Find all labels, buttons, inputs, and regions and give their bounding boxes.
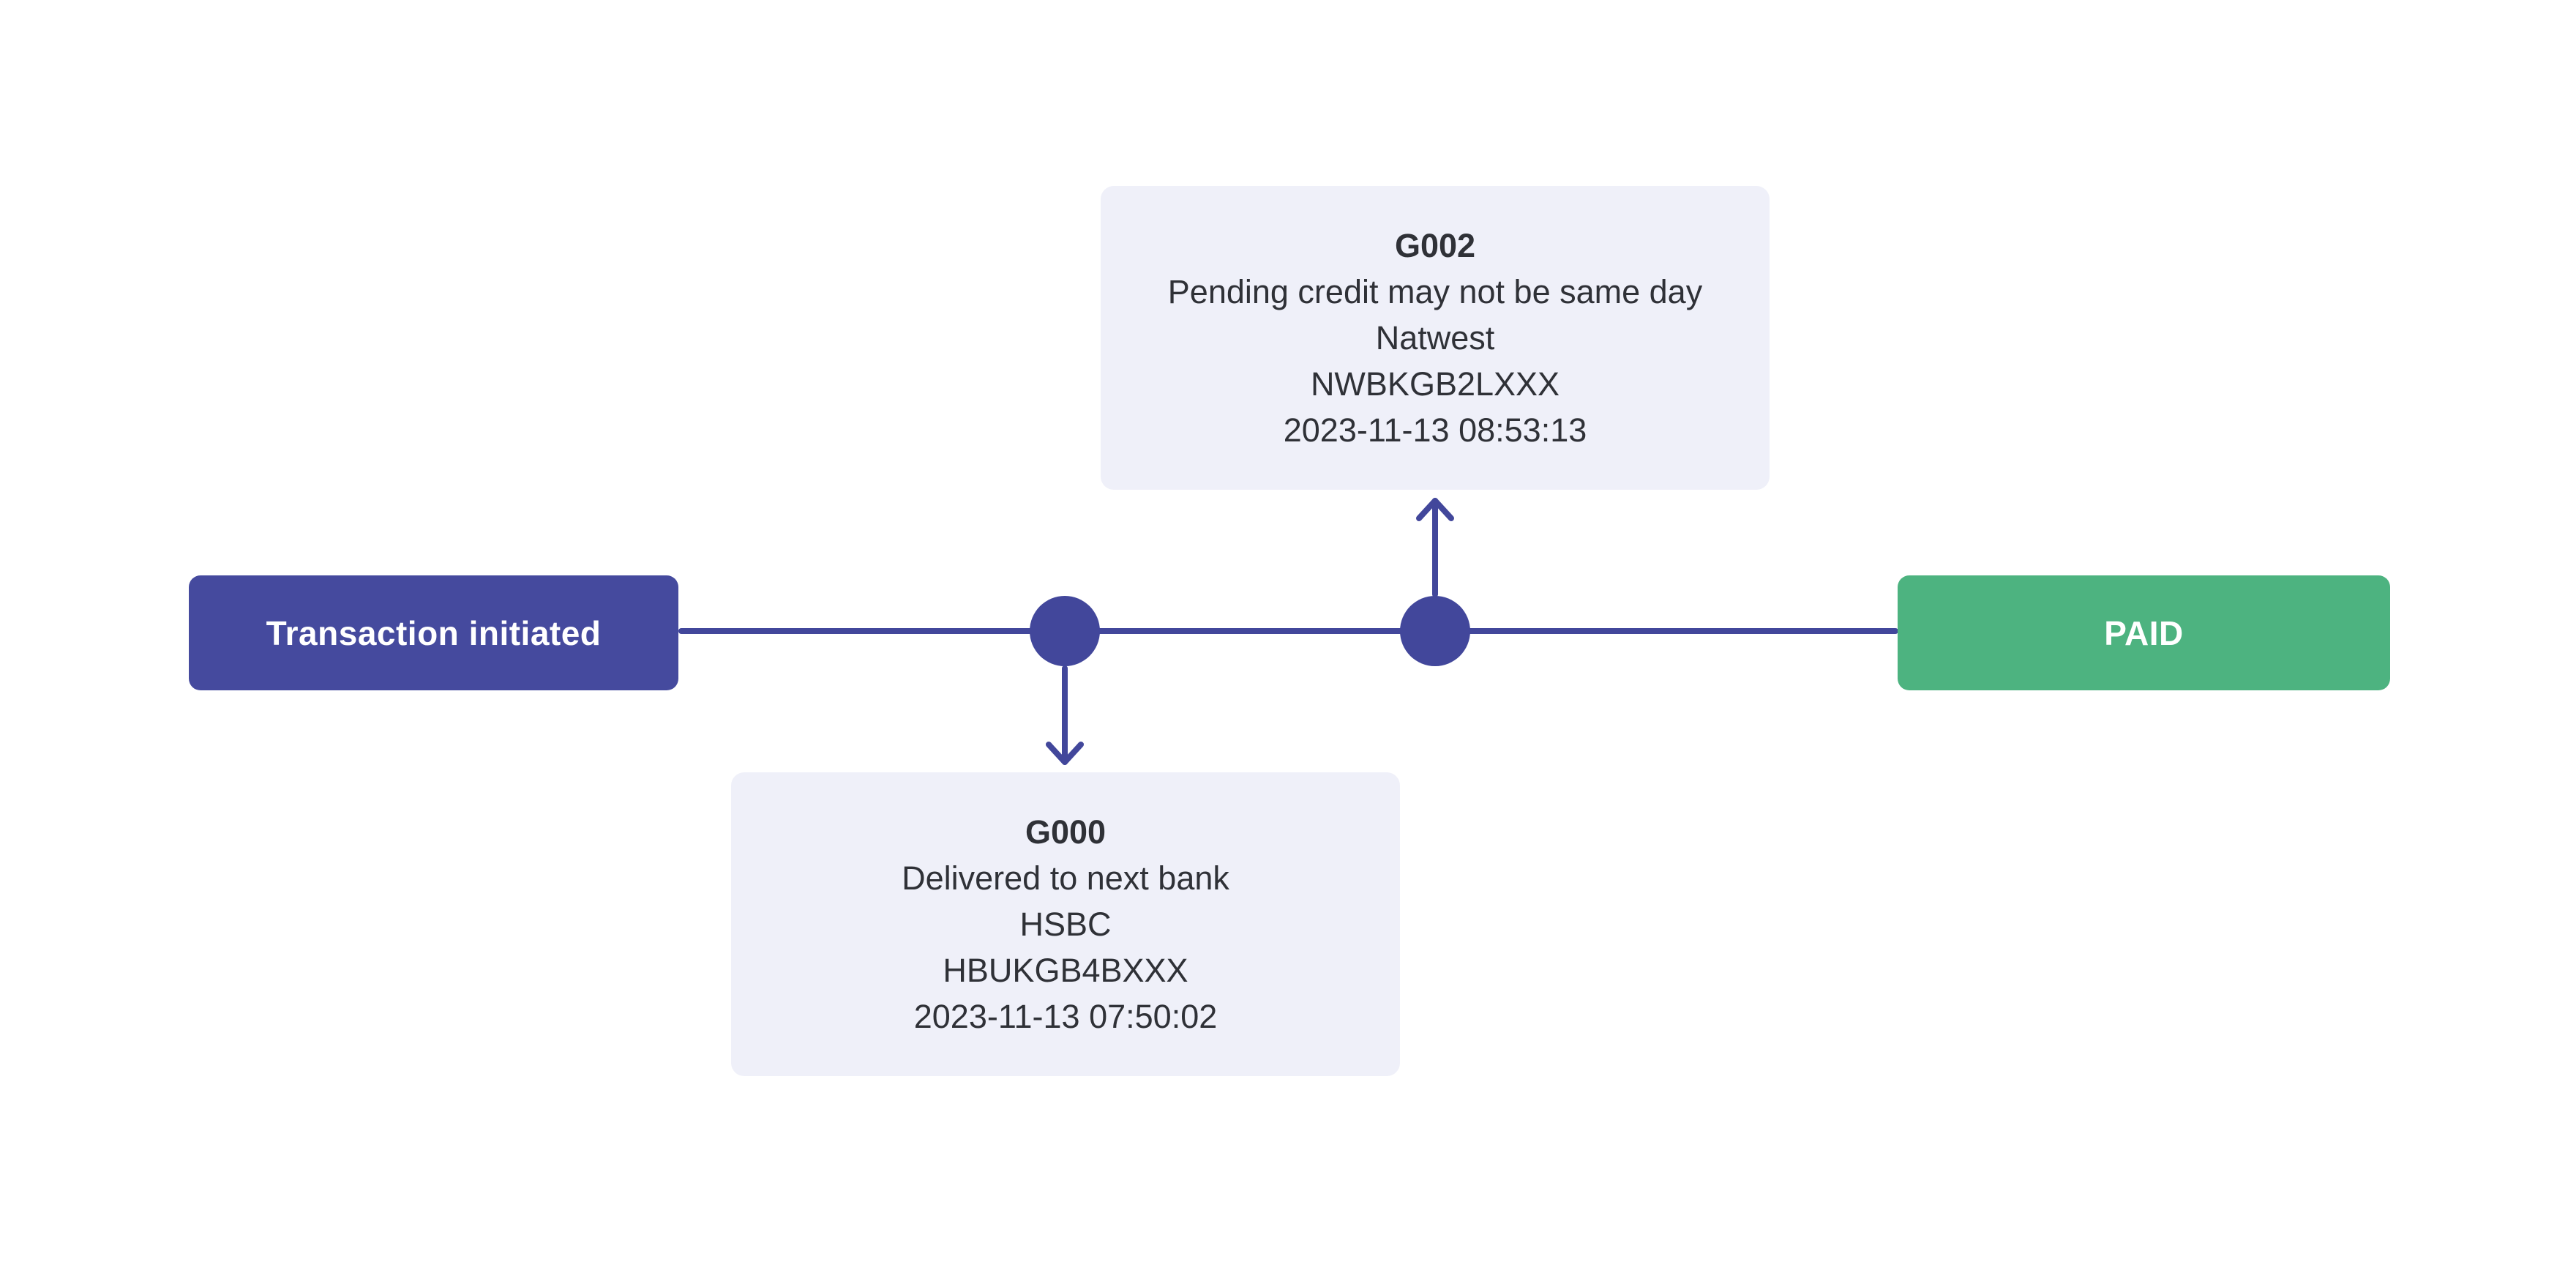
event-bank: Natwest	[1375, 319, 1495, 357]
event-bank: HSBC	[1019, 906, 1112, 943]
timeline-node-g000	[1030, 596, 1100, 666]
paid-status-box: PAID	[1898, 575, 2390, 690]
event-code: G002	[1394, 227, 1476, 264]
down-arrow-icon	[1046, 665, 1084, 765]
event-card-g002: G002 Pending credit may not be same day …	[1101, 186, 1770, 490]
event-description: Pending credit may not be same day	[1167, 273, 1703, 310]
event-timestamp: 2023-11-13 08:53:13	[1283, 411, 1587, 449]
timeline-node-g002	[1400, 596, 1470, 666]
event-code: G000	[1025, 813, 1107, 851]
event-description: Delivered to next bank	[902, 859, 1229, 897]
event-timestamp: 2023-11-13 07:50:02	[913, 998, 1218, 1035]
event-bic: NWBKGB2LXXX	[1310, 365, 1560, 403]
transaction-initiated-label: Transaction initiated	[266, 613, 602, 652]
event-bic: HBUKGB4BXXX	[943, 952, 1188, 989]
transaction-initiated-box: Transaction initiated	[189, 575, 678, 690]
event-card-g000: G000 Delivered to next bank HSBC HBUKGB4…	[731, 772, 1400, 1076]
up-arrow-icon	[1416, 498, 1454, 597]
paid-status-label: PAID	[2104, 613, 2184, 652]
timeline-line	[678, 628, 1898, 634]
